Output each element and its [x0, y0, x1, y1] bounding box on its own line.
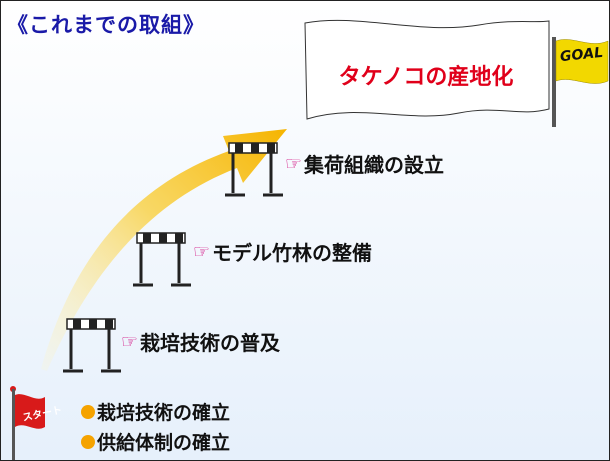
bullet-label: 栽培技術の確立	[97, 402, 231, 424]
bullet-label: 供給体制の確立	[97, 432, 231, 454]
bullet-item: 栽培技術の確立	[81, 398, 230, 425]
pointing-hand-icon: ☞	[285, 152, 303, 175]
step-label: モデル竹林の整備	[212, 241, 373, 265]
step-label: 集荷組織の設立	[304, 153, 445, 177]
goal-flag-icon: GOAL	[550, 35, 609, 127]
goal-banner: タケノコの産地化	[299, 19, 553, 129]
bullet-dot-icon	[81, 404, 95, 419]
pointing-hand-icon: ☞	[193, 240, 211, 263]
step-collection-org: ☞ 集荷組織の設立	[285, 149, 444, 178]
hurdle-icon	[63, 318, 121, 373]
start-flag-icon: スタート	[9, 385, 63, 460]
bullet-dot-icon	[81, 434, 95, 449]
hurdle-icon	[133, 232, 191, 287]
banner-text: タケノコの産地化	[338, 65, 514, 90]
slide-title: 《これまでの取組》	[7, 13, 205, 37]
step-tech-spread: ☞ 栽培技術の普及	[121, 327, 280, 356]
step-label: 栽培技術の普及	[140, 331, 281, 355]
pointing-hand-icon: ☞	[121, 330, 139, 353]
hurdle-icon	[225, 142, 283, 197]
bullet-item: 供給体制の確立	[81, 428, 230, 455]
step-model-forest: ☞ モデル竹林の整備	[193, 237, 372, 266]
